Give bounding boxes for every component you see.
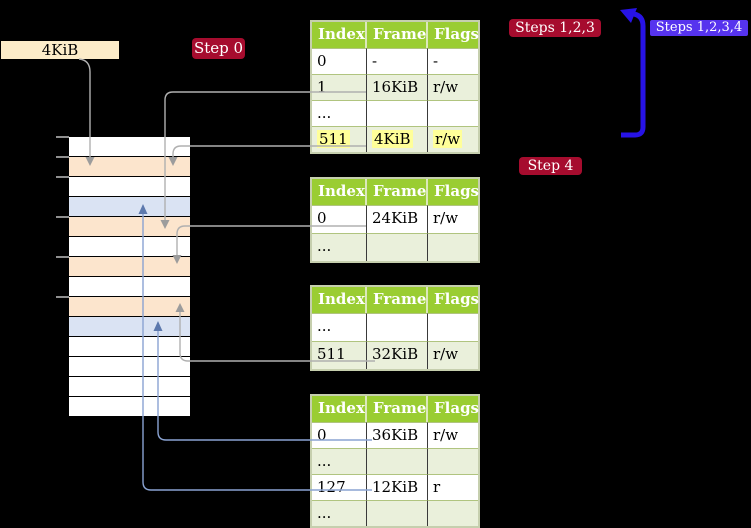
memory-row — [69, 217, 190, 237]
physical-memory-column — [69, 137, 190, 418]
table-cell-highlighted: r/w — [428, 126, 478, 152]
table-cell: 32KiB — [367, 341, 428, 369]
table-cell: 511 — [312, 341, 367, 369]
table-cell — [367, 500, 428, 526]
highlight-text: 511 — [317, 130, 350, 148]
table-cell: - — [428, 48, 478, 74]
memory-row — [69, 337, 190, 357]
column-header-index: Index — [312, 287, 367, 313]
column-header-flags: Flags — [428, 396, 479, 422]
page-table-2: Index Frame Flags 0 24KiB r/w ... — [310, 177, 480, 263]
table-cell — [367, 448, 428, 474]
column-header-frame: Frame — [367, 22, 428, 48]
table-cell: 24KiB — [367, 205, 428, 233]
memory-row — [69, 297, 190, 317]
steps-123-badge: Steps 1,2,3 — [509, 19, 601, 37]
column-header-index: Index — [312, 179, 367, 205]
thick-blue-arrow — [621, 11, 646, 138]
column-header-index: Index — [312, 396, 367, 422]
table-cell: r/w — [428, 341, 478, 369]
table-cell: r/w — [428, 422, 478, 448]
arrowhead-upleft-icon — [620, 8, 637, 23]
page-table-1: Index Frame Flags 0 - - 1 16KiB r/w ... … — [310, 20, 480, 154]
memory-row — [69, 157, 190, 177]
table-cell — [428, 233, 478, 261]
frame-size-label: 4KiB — [1, 41, 119, 59]
table-cell: 127 — [312, 474, 367, 500]
table-cell: 0 — [312, 205, 367, 233]
memory-row — [69, 397, 190, 417]
highlight-text: 4KiB — [372, 130, 413, 148]
table-cell — [428, 313, 478, 341]
table-cell-highlighted: 511 — [312, 126, 367, 152]
tick-mark — [56, 156, 69, 158]
table-cell — [367, 100, 428, 126]
table-cell: ... — [312, 100, 367, 126]
table-cell: ... — [312, 313, 367, 341]
memory-row — [69, 377, 190, 397]
memory-row — [69, 357, 190, 377]
column-header-index: Index — [312, 22, 367, 48]
table-cell: 0 — [312, 422, 367, 448]
tick-mark — [56, 296, 69, 298]
table-cell: 0 — [312, 48, 367, 74]
tick-mark — [56, 176, 69, 178]
memory-row — [69, 277, 190, 297]
highlight-text: r/w — [433, 130, 463, 148]
table-cell: 36KiB — [367, 422, 428, 448]
memory-row — [69, 177, 190, 197]
table-cell: 1 — [312, 74, 367, 100]
table-cell — [367, 313, 428, 341]
tick-mark — [56, 136, 69, 138]
table-cell: r/w — [428, 74, 478, 100]
column-header-flags: Flags — [428, 22, 479, 48]
table-cell: - — [367, 48, 428, 74]
table-cell: ... — [312, 233, 367, 261]
table-cell: r — [428, 474, 478, 500]
memory-row — [69, 257, 190, 277]
table-cell-highlighted: 4KiB — [367, 126, 428, 152]
table-cell — [428, 500, 478, 526]
column-header-flags: Flags — [428, 287, 479, 313]
table-cell: r/w — [428, 205, 478, 233]
table-cell: 16KiB — [367, 74, 428, 100]
table-cell — [367, 233, 428, 261]
step-4-badge: Step 4 — [519, 157, 582, 175]
table-cell: ... — [312, 448, 367, 474]
step-0-badge: Step 0 — [192, 38, 245, 59]
memory-row — [69, 317, 190, 337]
tick-mark — [56, 216, 69, 218]
page-table-4: Index Frame Flags 0 36KiB r/w ... 127 12… — [310, 394, 480, 528]
steps-1234-badge: Steps 1,2,3,4 — [650, 20, 748, 36]
page-table-3: Index Frame Flags ... 511 32KiB r/w — [310, 285, 480, 371]
table-cell: 12KiB — [367, 474, 428, 500]
memory-row — [69, 237, 190, 257]
memory-row — [69, 197, 190, 217]
memory-row — [69, 137, 190, 157]
tick-mark — [56, 256, 69, 258]
table-cell — [428, 448, 478, 474]
column-header-frame: Frame — [367, 179, 428, 205]
column-header-frame: Frame — [367, 396, 428, 422]
column-header-flags: Flags — [428, 179, 479, 205]
table-cell: ... — [312, 500, 367, 526]
table-cell — [428, 100, 478, 126]
column-header-frame: Frame — [367, 287, 428, 313]
